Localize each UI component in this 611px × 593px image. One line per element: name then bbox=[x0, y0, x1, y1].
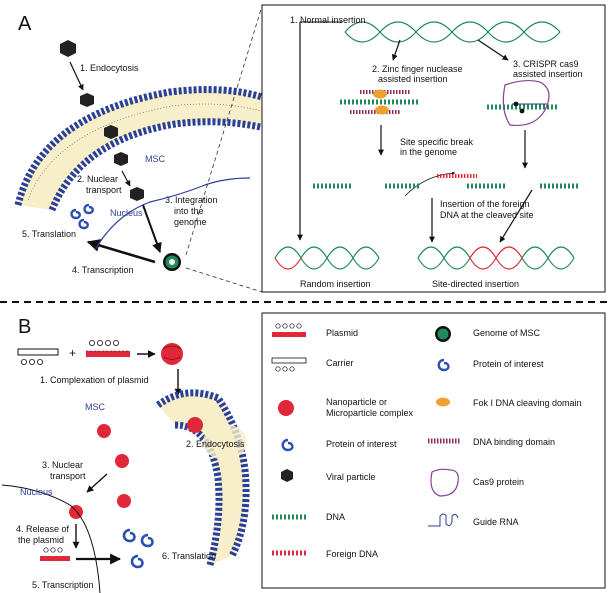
nanoparticle-icon bbox=[117, 494, 131, 508]
membrane-b bbox=[155, 389, 250, 566]
viral-particle-icon bbox=[104, 125, 118, 139]
viral-particle-icon bbox=[130, 187, 144, 201]
legend-binding: DNA binding domain bbox=[473, 437, 555, 447]
panel-b-letter: B bbox=[18, 316, 31, 338]
inset-break-1: Site specific break bbox=[400, 137, 474, 147]
step-translation: 5. Translation bbox=[22, 229, 76, 239]
nucleus-label-b: Nucleus bbox=[20, 487, 53, 497]
nanoparticle-icon bbox=[161, 343, 183, 365]
nanoparticle-icon bbox=[115, 454, 129, 468]
legend-genome-icon bbox=[435, 326, 451, 342]
legend-plasmid-icon bbox=[272, 323, 306, 337]
legend-protein-left-icon bbox=[281, 438, 294, 452]
random-insertion-dna bbox=[274, 246, 380, 270]
step-endocytosis-b: 2. Endocytosis bbox=[186, 439, 245, 449]
membrane-a bbox=[14, 86, 267, 212]
legend-foreign-dna: Foreign DNA bbox=[326, 549, 378, 559]
step-integration-1: 3. Integration bbox=[165, 195, 218, 205]
carrier-icon bbox=[17, 348, 59, 365]
released-plasmid-icon bbox=[40, 547, 70, 561]
inset-foreign-1: Insertion of the foreign bbox=[440, 199, 530, 209]
connector-bottom bbox=[185, 267, 263, 293]
legend-plasmid: Plasmid bbox=[326, 328, 358, 338]
nucleus-label: Nucleus bbox=[110, 208, 143, 218]
step-endocytosis: 1. Endocytosis bbox=[80, 63, 139, 73]
legend-foki: Fok I DNA cleaving domain bbox=[473, 398, 582, 408]
crispr-dna bbox=[487, 79, 557, 127]
site-directed-dna bbox=[417, 246, 575, 270]
protein-of-interest-icon bbox=[122, 528, 154, 569]
inset-normal: 1. Normal insertion bbox=[290, 15, 366, 25]
legend-carrier: Carrier bbox=[326, 358, 354, 368]
inset-foreign-2: DNA at the cleaved site bbox=[440, 210, 534, 220]
step-complexation: 1. Complexation of plasmid bbox=[40, 375, 149, 385]
legend-viral-icon bbox=[281, 469, 293, 482]
step-release-2: the plasmid bbox=[18, 535, 64, 545]
plasmid-icon bbox=[86, 339, 130, 357]
legend-genome: Genome of MSC bbox=[473, 328, 541, 338]
viral-particle-icon bbox=[60, 40, 76, 57]
inset-zinc-1: 2. Zinc finger nuclease bbox=[372, 64, 463, 74]
viral-particle-icon bbox=[114, 152, 128, 166]
step-nuclear-1: 2. Nuclear bbox=[77, 174, 118, 184]
legend-protein-right-icon bbox=[437, 358, 450, 372]
legend-cas9: Cas9 protein bbox=[473, 477, 524, 487]
step-integration-2: into the bbox=[174, 206, 204, 216]
panel-a-letter: A bbox=[18, 13, 32, 35]
legend-carrier-icon bbox=[271, 357, 307, 372]
step-integration-3: genome bbox=[174, 217, 207, 227]
nanoparticle-icon bbox=[97, 424, 111, 438]
step-nuclear-2: transport bbox=[86, 185, 122, 195]
dna-top bbox=[344, 21, 561, 43]
inset-random: Random insertion bbox=[300, 279, 371, 289]
legend-foki-icon bbox=[436, 397, 450, 407]
legend-box bbox=[261, 312, 606, 589]
nanoparticle-icon bbox=[187, 417, 203, 433]
inset-break-2: in the genome bbox=[400, 147, 457, 157]
step-nuclear-b-2: transport bbox=[50, 471, 86, 481]
viral-particle-icon bbox=[80, 93, 94, 107]
nuclear-envelope-a bbox=[94, 177, 251, 251]
legend-nano-2: Microparticle complex bbox=[326, 408, 414, 418]
legend-viral: Viral particle bbox=[326, 472, 375, 482]
step-translation-b: 6. Translation bbox=[162, 551, 216, 561]
broken-dna-row bbox=[313, 174, 580, 189]
inset-crispr-1: 3. CRISPR cas9 bbox=[513, 59, 579, 69]
legend-cas9-icon bbox=[430, 468, 459, 497]
genome-icon bbox=[163, 253, 181, 271]
zinc-finger-dna bbox=[340, 89, 420, 115]
legend-guide: Guide RNA bbox=[473, 517, 519, 527]
legend-protein-left: Protein of interest bbox=[326, 439, 397, 449]
inset-crispr-2: assisted insertion bbox=[513, 69, 583, 79]
protein-of-interest-icon bbox=[70, 203, 94, 230]
step-release-1: 4. Release of bbox=[16, 524, 70, 534]
step-transcription: 4. Transcription bbox=[72, 265, 134, 275]
legend-dna: DNA bbox=[326, 512, 345, 522]
inset-box bbox=[261, 4, 606, 293]
legend-guide-rna-icon bbox=[428, 513, 459, 527]
msc-label-b: MSC bbox=[85, 402, 106, 412]
legend-nano-1: Nanoparticle or bbox=[326, 397, 387, 407]
legend-protein-right: Protein of interest bbox=[473, 359, 544, 369]
msc-label: MSC bbox=[145, 154, 166, 164]
connector-top bbox=[185, 5, 263, 256]
legend-nanoparticle-icon bbox=[278, 400, 294, 416]
plus-sign: + bbox=[69, 346, 76, 360]
step-nuclear-b-1: 3. Nuclear bbox=[42, 460, 83, 470]
inset-directed: Site-directed insertion bbox=[432, 279, 519, 289]
step-transcription-b: 5. Transcription bbox=[32, 580, 94, 590]
inset-zinc-2: assisted insertion bbox=[378, 74, 448, 84]
